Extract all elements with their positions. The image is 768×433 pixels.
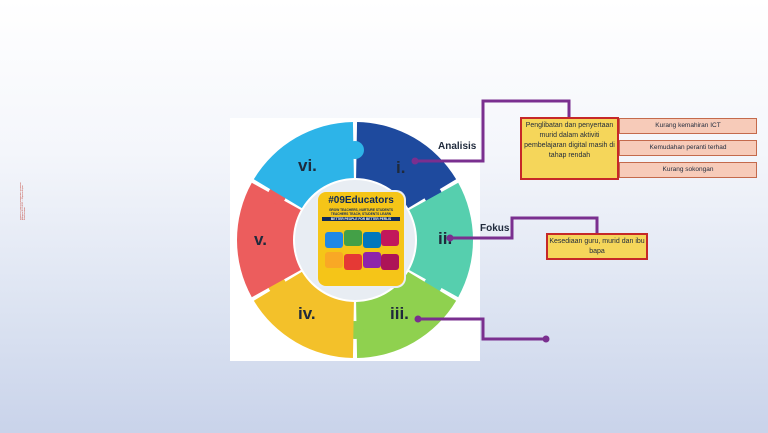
center-educators-card: #09Educators GROW TEACHERS, NURTURE STUD… [318,192,404,286]
segment-label-v: v. [254,230,267,249]
puzzle-piece-icon [363,252,381,268]
analysis-sub-box-1: Kurang kemahiran ICT [619,118,757,134]
segment-label-ii: ii. [438,229,453,248]
third-connector [418,317,546,341]
tagline-line-3: BETTER PEOPLE FOR BETTER PERLIS [322,217,400,221]
center-title: #09Educators [328,195,394,206]
fokus-box: Kesediaan guru, murid dan ibu bapa [546,233,648,260]
third-connector-dot-start [414,315,422,323]
puzzle-piece-icon [381,254,399,270]
segment-label-iii: iii. [390,304,409,323]
segment-label-i: i. [396,158,406,177]
third-connector-dot-end [542,335,550,343]
fokus-label: Fokus [480,223,510,234]
puzzle-piece-icon [381,230,399,246]
fokus-connector [450,216,599,240]
puzzle-piece-icon [344,254,362,270]
analysis-main-box: Penglibatan dan penyertaan murid dalam a… [520,117,619,180]
center-tagline: GROW TEACHERS, NURTURE STUDENTS TEACHERS… [322,208,400,221]
puzzle-knob-vi [346,141,364,159]
segment-label-vi: vi. [298,156,317,175]
puzzle-piece-icon [325,252,343,268]
tagline-line-1: GROW TEACHERS, NURTURE STUDENTS [328,208,394,212]
analisis-label: Analisis [438,141,477,152]
puzzle-segment-ii [409,182,473,298]
puzzle-segment-iii [356,271,457,358]
puzzle-piece-icon [363,232,381,248]
tagline-line-2: TEACHERS TEACH, STUDENTS LEARN [330,212,392,216]
analisis-connector-dot [411,157,419,165]
segment-label-iv: iv. [298,304,316,323]
puzzle-cycle-diagram: vi. i. ii. iii. iv. v. #09Educators GROW… [230,118,480,361]
puzzle-piece-icon [344,230,362,246]
analysis-sub-box-2: Kemudahan peranti terhad [619,140,757,156]
analysis-sub-box-3: Kurang sokongan [619,162,757,178]
puzzle-segment-v [237,182,301,298]
puzzle-segment-vi [253,122,354,209]
puzzle-piece-icon [325,232,343,248]
fokus-connector-dot [446,234,454,242]
analisis-connector [415,99,571,163]
